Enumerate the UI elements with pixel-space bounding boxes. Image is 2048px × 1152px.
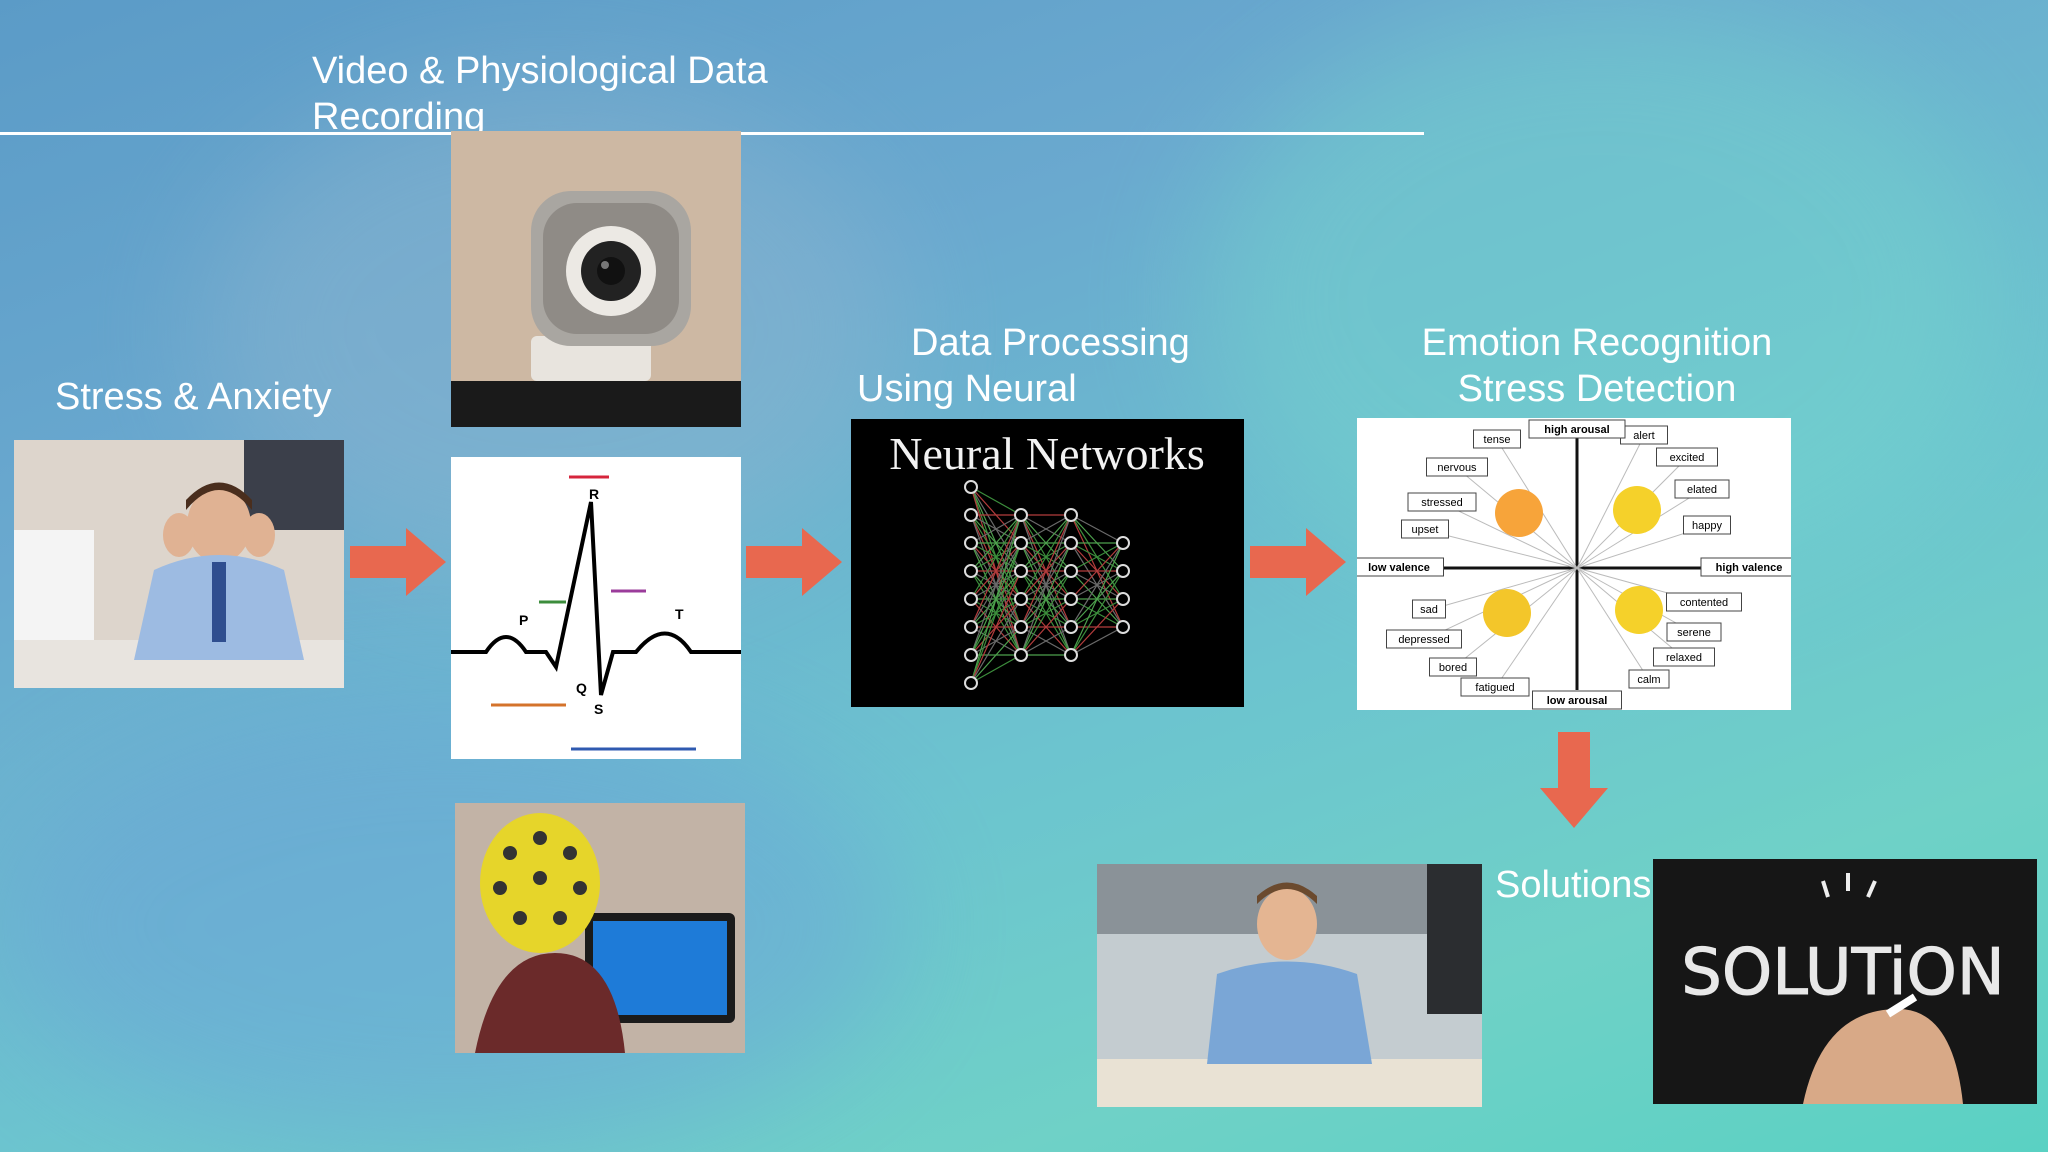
emotion-word: tense	[1484, 434, 1511, 446]
ecg-s-label: S	[594, 701, 603, 717]
neural-node	[964, 508, 978, 522]
neural-node	[1014, 620, 1028, 634]
arrow-right-icon	[1250, 528, 1346, 596]
ecg-r-label: R	[589, 486, 599, 502]
stress-label: Stress & Anxiety	[55, 376, 332, 418]
bg-texture	[0, 700, 900, 1150]
eeg-image	[455, 803, 745, 1053]
neural-node	[1014, 592, 1028, 606]
neural-node	[1064, 592, 1078, 606]
emotion-word: contented	[1680, 597, 1728, 609]
emotion-word: bored	[1439, 662, 1467, 674]
stressed-person-image	[14, 440, 344, 688]
ecg-p-label: P	[519, 612, 528, 628]
emotion-axis-label: low valence	[1368, 562, 1430, 574]
relaxed-person-image	[1097, 864, 1482, 1107]
neural-node	[1064, 536, 1078, 550]
neural-node	[964, 564, 978, 578]
neural-node	[1064, 508, 1078, 522]
neural-node	[1116, 536, 1130, 550]
neural-node	[1064, 620, 1078, 634]
solutions-label: Solutions	[1495, 864, 1652, 906]
emotion-word: happy	[1692, 520, 1722, 532]
arrow-right-icon	[350, 528, 446, 596]
neural-node	[964, 620, 978, 634]
neural-node	[1116, 564, 1130, 578]
emotion-word: relaxed	[1666, 652, 1702, 664]
neural-node	[1014, 536, 1028, 550]
neural-node	[1014, 564, 1028, 578]
emotion-word: sad	[1420, 604, 1438, 616]
ecg-t-label: T	[675, 606, 684, 622]
neural-node	[964, 648, 978, 662]
emotion-word: alert	[1633, 430, 1654, 442]
solution-chalk-text: SOLUTiON	[1681, 936, 2004, 1010]
emotion-word: stressed	[1421, 497, 1463, 509]
diagram-title: Video & Physiological Data Recording	[312, 50, 768, 138]
emotion-word: fatigued	[1475, 682, 1514, 694]
neural-node	[964, 480, 978, 494]
neural-node	[964, 592, 978, 606]
neural-node	[1116, 620, 1130, 634]
ecg-q-label: Q	[576, 680, 587, 696]
ecg-image: R P Q S T	[451, 457, 741, 759]
neural-network-image: Neural Networks	[851, 419, 1244, 707]
neural-node	[1014, 648, 1028, 662]
webcam-image	[451, 131, 741, 427]
emotion-word: excited	[1670, 452, 1705, 464]
neural-node	[1064, 648, 1078, 662]
arrow-right-icon	[746, 528, 842, 596]
emotion-word: depressed	[1398, 634, 1449, 646]
emotion-axis-label: high arousal	[1544, 424, 1609, 436]
neural-node	[964, 676, 978, 690]
emotion-word: upset	[1412, 524, 1439, 536]
emotion-wheel-image: tense nervous stressed upset alert excited ela…	[1357, 418, 1791, 710]
neural-image-caption: Neural Networks	[889, 428, 1205, 479]
emotion-word: elated	[1687, 484, 1717, 496]
neural-node	[964, 536, 978, 550]
neural-node	[1064, 564, 1078, 578]
emotion-label: Emotion Recognition Stress Detection	[1421, 322, 1773, 410]
arrow-down-icon	[1540, 732, 1608, 828]
neural-node	[1014, 508, 1028, 522]
emotion-axis-label: low arousal	[1547, 695, 1608, 707]
solution-chalkboard-image: SOLUTiON	[1653, 859, 2037, 1104]
emotion-word: nervous	[1437, 462, 1477, 474]
emotion-word: serene	[1677, 627, 1711, 639]
emotion-word: calm	[1637, 674, 1660, 686]
emotion-axis-label: high valence	[1716, 562, 1783, 574]
neural-node	[1116, 592, 1130, 606]
